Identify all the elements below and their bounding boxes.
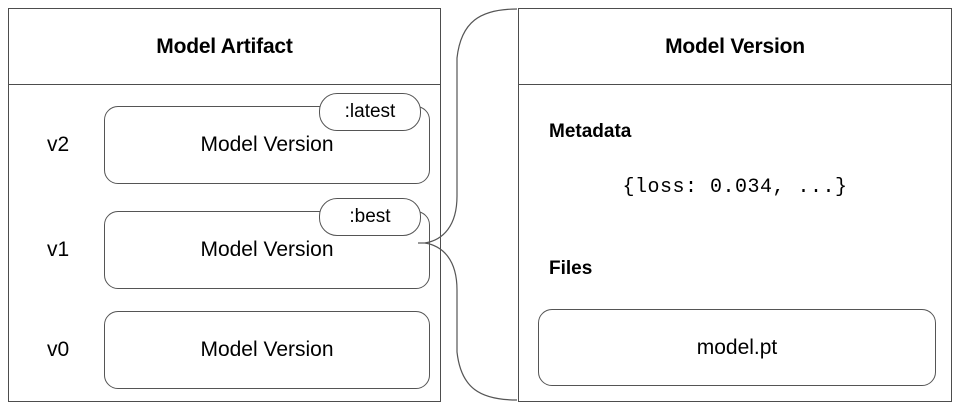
model-version-title: Model Version	[665, 34, 805, 58]
version-row-v0: v0 Model Version	[9, 311, 440, 389]
model-version-box-label-v2: Model Version	[200, 133, 334, 156]
model-artifact-panel: Model Artifact v2 Model Version :latest …	[8, 8, 441, 402]
tag-pill-latest[interactable]: :latest	[319, 93, 421, 131]
model-version-box-v0[interactable]: Model Version	[104, 311, 430, 389]
model-artifact-body: v2 Model Version :latest v1 Model Versio…	[9, 85, 440, 401]
model-version-box-label-v1: Model Version	[200, 238, 334, 261]
model-artifact-title: Model Artifact	[156, 34, 293, 58]
version-label-v2: v2	[47, 133, 70, 156]
model-version-panel: Model Version Metadata {loss: 0.034, ...…	[518, 8, 952, 402]
file-item-label: model.pt	[696, 335, 778, 359]
file-item-model-pt[interactable]: model.pt	[538, 309, 936, 386]
tag-pill-best-label: :best	[349, 206, 391, 227]
version-row-v2: v2 Model Version :latest	[9, 93, 440, 184]
metadata-value: {loss: 0.034, ...}	[622, 176, 848, 199]
version-label-v0: v0	[47, 338, 70, 361]
model-artifact-header: Model Artifact	[9, 9, 440, 85]
tag-pill-latest-label: :latest	[344, 101, 396, 122]
model-version-box-label-v0: Model Version	[200, 338, 334, 361]
version-label-v1: v1	[47, 238, 70, 261]
metadata-heading: Metadata	[549, 121, 632, 142]
tag-pill-best[interactable]: :best	[319, 198, 421, 236]
files-heading: Files	[549, 258, 593, 279]
model-version-body: Metadata {loss: 0.034, ...} Files model.…	[519, 85, 951, 401]
model-version-header: Model Version	[519, 9, 951, 85]
version-row-v1: v1 Model Version :best	[9, 198, 440, 289]
